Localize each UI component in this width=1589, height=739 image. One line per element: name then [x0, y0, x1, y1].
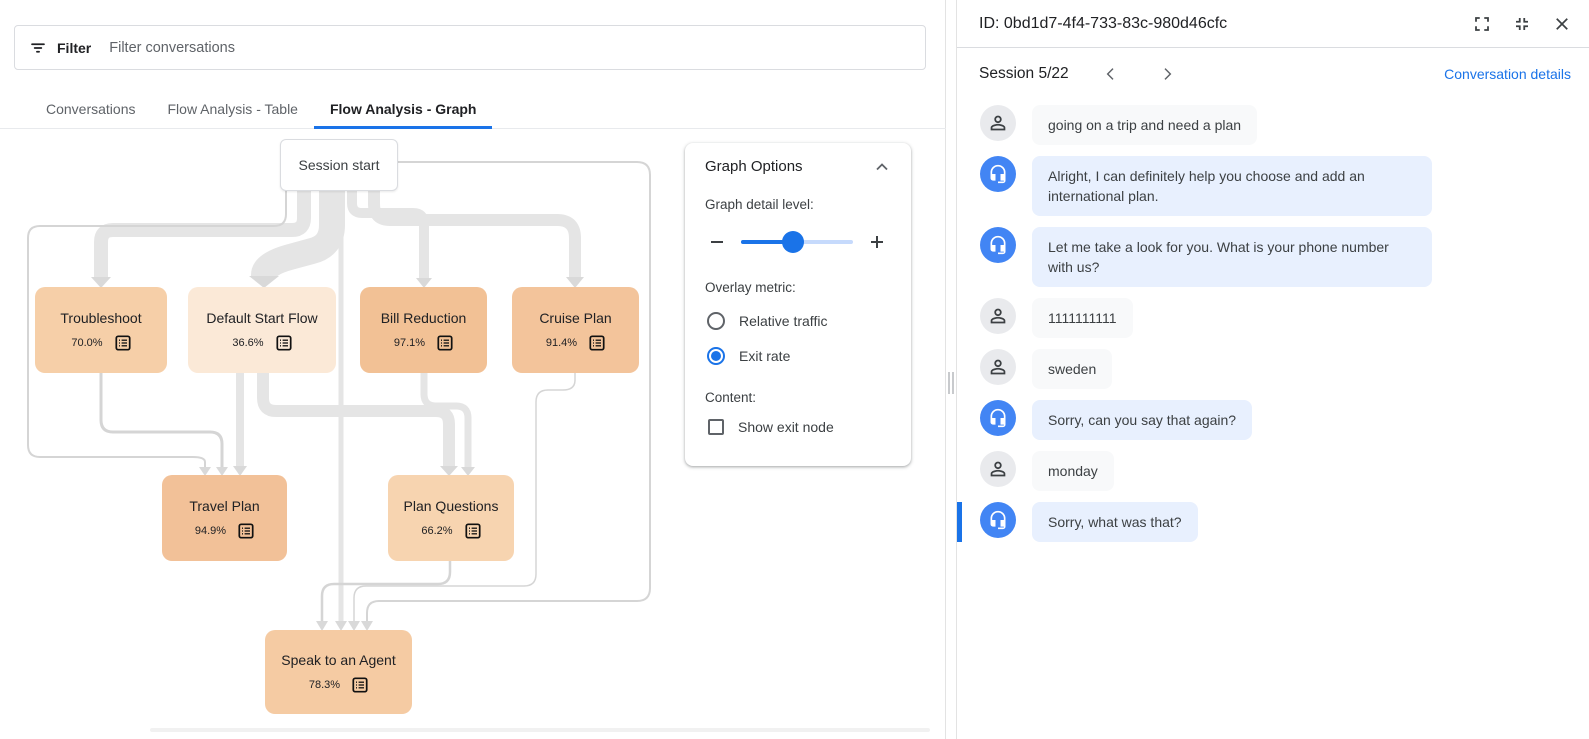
slider-fill [741, 240, 793, 244]
user-avatar [980, 105, 1016, 141]
node-label: Bill Reduction [380, 309, 467, 326]
content-label: Content: [705, 390, 757, 405]
increase-detail-button[interactable] [865, 233, 889, 251]
conversation-id-title: ID: 0bd1d7-4f4-733-83c-980d46cfc [979, 14, 1228, 32]
chat-message-user: 1111111111 [957, 298, 1565, 338]
message-bubble[interactable]: going on a trip and need a plan [1032, 105, 1258, 145]
node-exit-rate: 36.6% [232, 336, 264, 349]
radio-icon[interactable] [707, 312, 725, 330]
agent-avatar [980, 502, 1016, 538]
flow-graph-canvas[interactable]: Session start Troubleshoot 70.0% Default… [0, 130, 946, 730]
radio-selected-icon[interactable] [707, 347, 725, 365]
filter-label: Filter [57, 39, 92, 56]
message-bubble[interactable]: Sorry, what was that? [1032, 502, 1198, 542]
tab-conversations[interactable]: Conversations [46, 101, 136, 117]
chat-message-user: going on a trip and need a plan [957, 105, 1565, 145]
user-avatar [980, 298, 1016, 334]
decrease-detail-button[interactable] [705, 233, 729, 251]
message-bubble[interactable]: Alright, I can definitely help you choos… [1032, 156, 1432, 216]
filter-input[interactable]: Filter Filter conversations [14, 25, 926, 70]
node-label: Speak to an Agent [281, 651, 396, 668]
next-session-icon[interactable] [1159, 66, 1175, 82]
checkbox-show-exit-node[interactable]: Show exit node [708, 419, 891, 435]
agent-avatar [980, 156, 1016, 192]
node-label: Default Start Flow [206, 309, 318, 326]
selected-message-indicator [957, 502, 962, 542]
filter-icon [29, 39, 47, 57]
chat-message-agent-selected: Sorry, what was that? [957, 502, 1565, 542]
agent-avatar [980, 227, 1016, 263]
node-troubleshoot[interactable]: Troubleshoot 70.0% [35, 287, 167, 373]
tab-flow-analysis-graph[interactable]: Flow Analysis - Graph [313, 90, 493, 129]
previous-session-icon[interactable] [1103, 66, 1119, 82]
message-bubble[interactable]: Let me take a look for you. What is your… [1032, 227, 1432, 287]
close-icon[interactable] [1553, 15, 1571, 33]
node-exit-rate: 94.9% [194, 524, 227, 537]
node-plan-questions[interactable]: Plan Questions 66.2% [388, 475, 514, 561]
chevron-up-icon[interactable] [873, 160, 891, 174]
session-counter: Session 5/22 [979, 65, 1069, 82]
user-avatar [980, 349, 1016, 385]
node-exit-rate: 70.0% [71, 336, 103, 349]
node-label: Troubleshoot [60, 309, 142, 326]
chat-message-user: monday [957, 451, 1565, 491]
node-details-list-icon[interactable] [465, 522, 481, 539]
conversation-details-link[interactable]: Conversation details [1444, 66, 1571, 82]
node-cruise-plan[interactable]: Cruise Plan 91.4% [512, 287, 639, 373]
tab-flow-analysis-table[interactable]: Flow Analysis - Table [167, 101, 298, 117]
node-details-list-icon[interactable] [437, 334, 453, 351]
node-details-list-icon[interactable] [115, 334, 131, 351]
drag-grip-icon [948, 372, 954, 394]
node-label: Cruise Plan [539, 309, 612, 326]
fullscreen-exit-icon[interactable] [1513, 15, 1531, 33]
overlay-metric-label: Overlay metric: [705, 280, 796, 295]
chat-message-agent: Alright, I can definitely help you choos… [957, 156, 1565, 216]
checkbox-icon[interactable] [708, 419, 724, 435]
node-details-list-icon[interactable] [589, 334, 605, 351]
node-label: Travel Plan [189, 497, 260, 514]
chat-message-user: sweden [957, 349, 1565, 389]
flow-analysis-panel: Filter Filter conversations Conversation… [0, 0, 946, 739]
message-bubble[interactable]: Sorry, can you say that again? [1032, 400, 1253, 440]
node-speak-to-an-agent[interactable]: Speak to an Agent 78.3% [265, 630, 412, 714]
node-exit-rate: 91.4% [545, 336, 578, 349]
slider-thumb[interactable] [781, 231, 804, 253]
node-travel-plan[interactable]: Travel Plan 94.9% [162, 475, 287, 561]
detail-panel-header: ID: 0bd1d7-4f4-733-83c-980d46cfc [957, 0, 1589, 48]
graph-detail-slider [705, 230, 891, 254]
graph-options-title: Graph Options [705, 158, 803, 175]
filter-placeholder: Filter conversations [109, 39, 235, 56]
tab-bar: Conversations Flow Analysis - Table Flow… [0, 90, 946, 129]
fullscreen-icon[interactable] [1473, 15, 1491, 33]
node-details-list-icon[interactable] [352, 676, 368, 693]
node-details-list-icon[interactable] [238, 522, 254, 539]
node-session-start[interactable]: Session start [280, 139, 398, 191]
slider-track[interactable] [741, 231, 853, 253]
node-details-list-icon[interactable] [276, 334, 292, 351]
node-bill-reduction[interactable]: Bill Reduction 97.1% [360, 287, 487, 373]
node-default-start-flow[interactable]: Default Start Flow 36.6% [188, 287, 336, 373]
radio-relative-traffic[interactable]: Relative traffic [707, 312, 891, 330]
flow-edges [27, 161, 651, 631]
chat-message-agent: Sorry, can you say that again? [957, 400, 1565, 440]
user-avatar [980, 451, 1016, 487]
session-nav-row: Session 5/22 Conversation details [957, 48, 1589, 100]
node-exit-rate: 97.1% [393, 336, 426, 349]
agent-avatar [980, 400, 1016, 436]
chat-transcript: going on a trip and need a plan Alright,… [957, 100, 1589, 542]
radio-exit-rate[interactable]: Exit rate [707, 347, 891, 365]
node-label: Plan Questions [403, 497, 499, 514]
graph-detail-level-label: Graph detail level: [705, 197, 814, 212]
horizontal-scrollbar[interactable] [150, 728, 930, 732]
message-bubble[interactable]: monday [1032, 451, 1114, 491]
panel-resize-handle[interactable] [946, 0, 956, 739]
graph-options-panel: Graph Options Graph detail level: [685, 143, 911, 466]
message-bubble[interactable]: sweden [1032, 349, 1113, 389]
chat-message-agent: Let me take a look for you. What is your… [957, 227, 1565, 287]
node-exit-rate: 66.2% [421, 524, 453, 537]
node-exit-rate: 78.3% [308, 678, 341, 691]
message-bubble[interactable]: 1111111111 [1032, 298, 1133, 338]
conversation-detail-panel: ID: 0bd1d7-4f4-733-83c-980d46cfc Session… [956, 0, 1589, 739]
